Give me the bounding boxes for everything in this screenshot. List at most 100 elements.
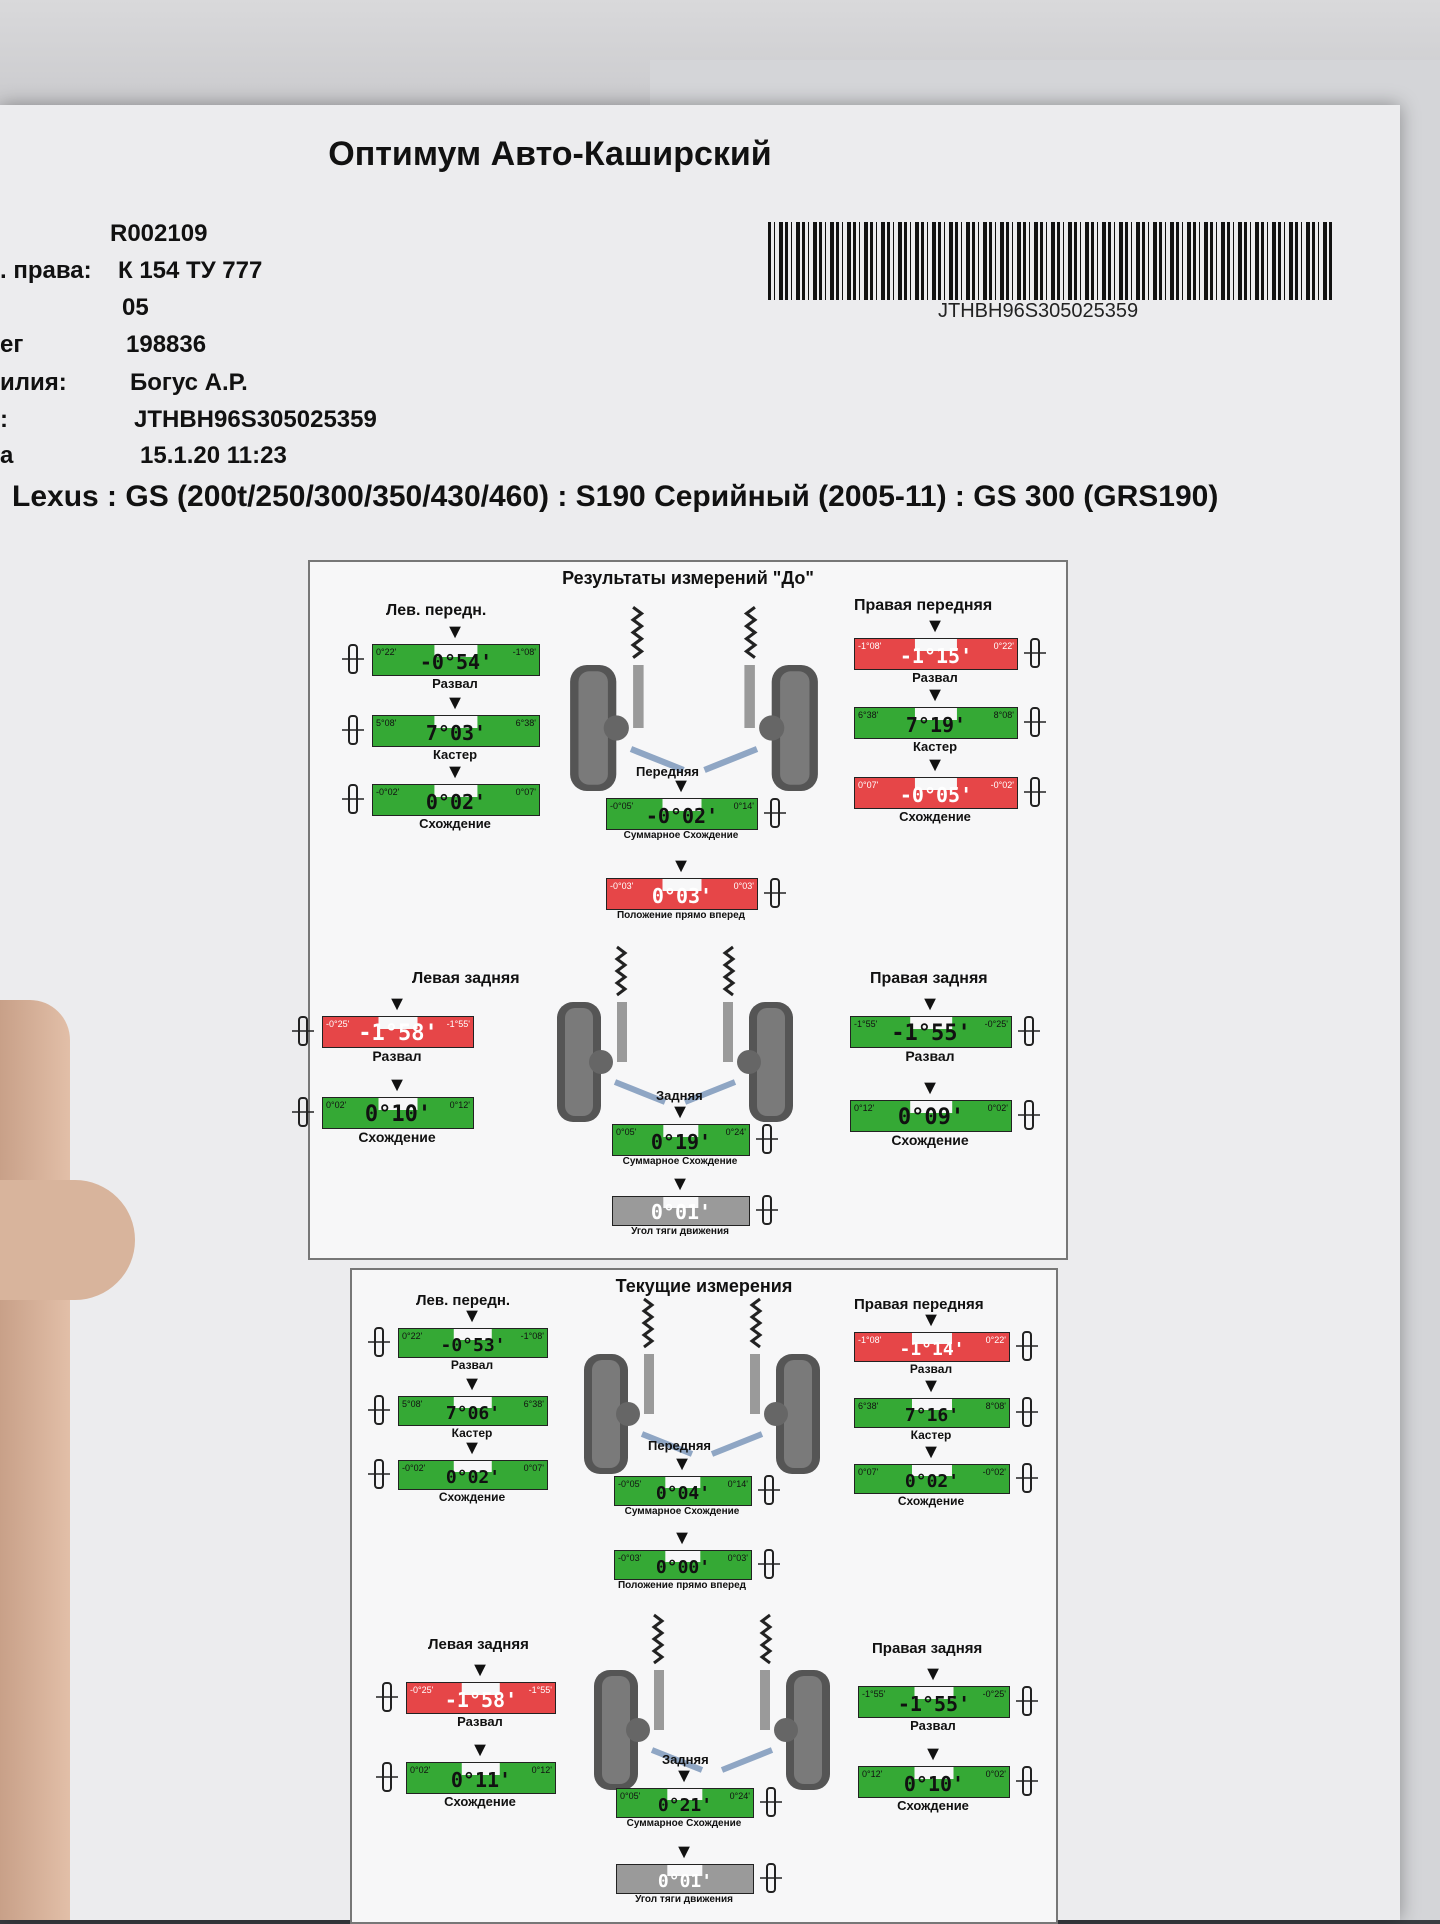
info-value: Богус А.Р. bbox=[130, 369, 248, 396]
pointer-arrow-icon: ▼ bbox=[920, 993, 940, 1015]
gauge-min: -0°03' bbox=[618, 1553, 642, 1563]
gauge-caption: Развал bbox=[432, 676, 478, 691]
front-label: Передняя bbox=[636, 764, 700, 779]
lf-toe-gauge: ▼-0°02'0°07'0°02'Схождение bbox=[368, 1438, 548, 1504]
rear-label: Задняя bbox=[662, 1752, 709, 1767]
thrust-icon bbox=[756, 1195, 778, 1225]
rear-suspension-diagram bbox=[557, 945, 793, 1122]
gauge-max: -0°02' bbox=[982, 1467, 1006, 1477]
gauge-caption: Схождение bbox=[897, 1798, 969, 1813]
gauge-value: 7°03' bbox=[425, 721, 487, 745]
left-front-label: Лев. передн. bbox=[386, 602, 487, 619]
gauge-min: -0°25' bbox=[326, 1019, 350, 1029]
gauge-max: -0°02' bbox=[990, 780, 1014, 790]
pointer-arrow-icon: ▼ bbox=[925, 754, 945, 776]
gauge-max: 0°03' bbox=[733, 881, 754, 891]
gauge-notch bbox=[910, 1101, 952, 1113]
info-value: К 154 ТУ 777 bbox=[118, 257, 263, 284]
gauge-notch bbox=[378, 1017, 418, 1029]
pointer-arrow-icon: ▼ bbox=[923, 1663, 943, 1685]
gauge-bar: -1°08'0°22'-1°14' bbox=[854, 1332, 1010, 1362]
lf-caster-gauge: ▼5°08'6°38'7°06'Кастер bbox=[368, 1374, 548, 1440]
gauge-value: -0°02' bbox=[645, 804, 719, 828]
info-value: 05 bbox=[122, 294, 149, 321]
info-label: илия: bbox=[0, 369, 67, 396]
gauge-bar: 0°05'0°24'0°19' bbox=[612, 1124, 750, 1156]
pointer-arrow-icon: ▼ bbox=[462, 1305, 482, 1327]
gauge-caption: Развал bbox=[457, 1714, 503, 1729]
pointer-arrow-icon: ▼ bbox=[920, 1077, 940, 1099]
gauge-value: -1°14' bbox=[899, 1339, 965, 1360]
gauge-min: 0°07' bbox=[858, 1467, 879, 1477]
info-label: а bbox=[0, 442, 14, 469]
steering-icon bbox=[758, 1549, 780, 1579]
toe-icon bbox=[368, 1459, 390, 1489]
gauge-caption: Положение прямо вперед bbox=[616, 910, 746, 921]
gauge-bar: 0°01' bbox=[612, 1196, 750, 1226]
toe-icon bbox=[292, 1097, 314, 1127]
gauge-min: 0°02' bbox=[326, 1100, 347, 1110]
gauge-max: -0°25' bbox=[982, 1689, 1006, 1699]
gauge-value: 0°19' bbox=[650, 1130, 712, 1154]
toe-icon bbox=[376, 1762, 398, 1792]
rf-camber-gauge: ▼-1°08'0°22'-1°15'Развал bbox=[854, 616, 1046, 685]
pointer-arrow-icon: ▼ bbox=[672, 1527, 692, 1549]
rf-caster-gauge: ▼6°38'8°08'7°16'Кастер bbox=[854, 1376, 1038, 1442]
gauge-caption: Суммарное Схождение bbox=[623, 830, 739, 841]
gauge-notch bbox=[911, 1465, 953, 1477]
gauge-value: -1°55' bbox=[891, 1021, 971, 1046]
gauge-notch bbox=[914, 639, 958, 651]
gauge-min: -0°05' bbox=[610, 801, 634, 811]
gauge-bar: -0°03'0°03'0°00' bbox=[614, 1550, 752, 1580]
gauge-bar: 6°38'8°08'7°19' bbox=[854, 707, 1018, 739]
gauge-value: -1°55' bbox=[897, 1692, 971, 1716]
lr-toe-gauge: ▼0°02'0°12'0°11'Схождение bbox=[376, 1740, 556, 1809]
rr-camber-gauge: ▼-1°55'-0°25'-1°55'Развал bbox=[850, 994, 1040, 1064]
gauge-bar: 0°07'-0°02'-0°05' bbox=[854, 777, 1018, 809]
gauge-notch bbox=[663, 1125, 699, 1137]
gauge-value: 7°19' bbox=[905, 713, 967, 737]
camber-icon bbox=[1018, 1016, 1040, 1046]
gauge-min: 6°38' bbox=[858, 710, 879, 720]
gauge-min: -1°08' bbox=[858, 641, 882, 651]
rf-camber-gauge: ▼-1°08'0°22'-1°14'Развал bbox=[854, 1310, 1038, 1376]
pointer-arrow-icon: ▼ bbox=[921, 1375, 941, 1397]
gauge-min: -0°25' bbox=[410, 1685, 434, 1695]
right-front-label: Правая передняя bbox=[854, 597, 993, 614]
gauge-bar: -1°08'0°22'-1°15' bbox=[854, 638, 1018, 670]
toe-icon bbox=[342, 784, 364, 814]
rf-toe-gauge: ▼0°07'-0°02'0°02'Схождение bbox=[854, 1442, 1038, 1508]
gauge-value: 0°02' bbox=[904, 1471, 960, 1492]
total-toe-icon bbox=[756, 1124, 778, 1154]
gauge-notch bbox=[911, 1399, 953, 1411]
gauge-bar: 0°05'0°24'0°21' bbox=[616, 1788, 754, 1818]
front-suspension-diagram bbox=[584, 1297, 820, 1474]
gauge-notch bbox=[911, 1333, 953, 1345]
gauge-caption: Кастер bbox=[432, 747, 478, 762]
vehicle-description: Lexus : GS (200t/250/300/350/430/460) : … bbox=[12, 480, 1219, 513]
gauge-caption: Положение прямо вперед bbox=[617, 1580, 747, 1591]
left-front-label: Лев. передн. bbox=[416, 1292, 511, 1309]
gauge-value: -1°58' bbox=[444, 1688, 518, 1712]
lr-camber-gauge: ▼-0°25'-1°55'-1°58'Развал bbox=[292, 994, 474, 1064]
gauge-min: -0°05' bbox=[618, 1479, 642, 1489]
vin-barcode bbox=[768, 222, 1332, 300]
pointer-arrow-icon: ▼ bbox=[923, 1743, 943, 1765]
gauge-max: 0°14' bbox=[727, 1479, 748, 1489]
gauge-value: 7°16' bbox=[904, 1405, 960, 1426]
gauge-value: 0°02' bbox=[445, 1467, 501, 1488]
pointer-arrow-icon: ▼ bbox=[470, 1659, 490, 1681]
gauge-notch bbox=[914, 708, 958, 720]
toe-icon bbox=[1024, 777, 1046, 807]
gauge-notch bbox=[914, 1687, 954, 1699]
gauge-max: 0°02' bbox=[987, 1103, 1008, 1113]
pointer-arrow-icon: ▼ bbox=[674, 1765, 694, 1787]
gauge-notch bbox=[667, 1865, 703, 1877]
toe-icon bbox=[1018, 1100, 1040, 1130]
gauge-value: -0°54' bbox=[419, 650, 493, 674]
camber-icon bbox=[1024, 638, 1046, 668]
panel-title: Текущие измерения bbox=[615, 1276, 793, 1296]
right-rear-label: Правая задняя bbox=[872, 1640, 983, 1657]
gauge-caption: Схождение bbox=[897, 1494, 965, 1508]
panel-before: Результаты измерений "До" Лев. передн.Пр… bbox=[292, 560, 1068, 1260]
